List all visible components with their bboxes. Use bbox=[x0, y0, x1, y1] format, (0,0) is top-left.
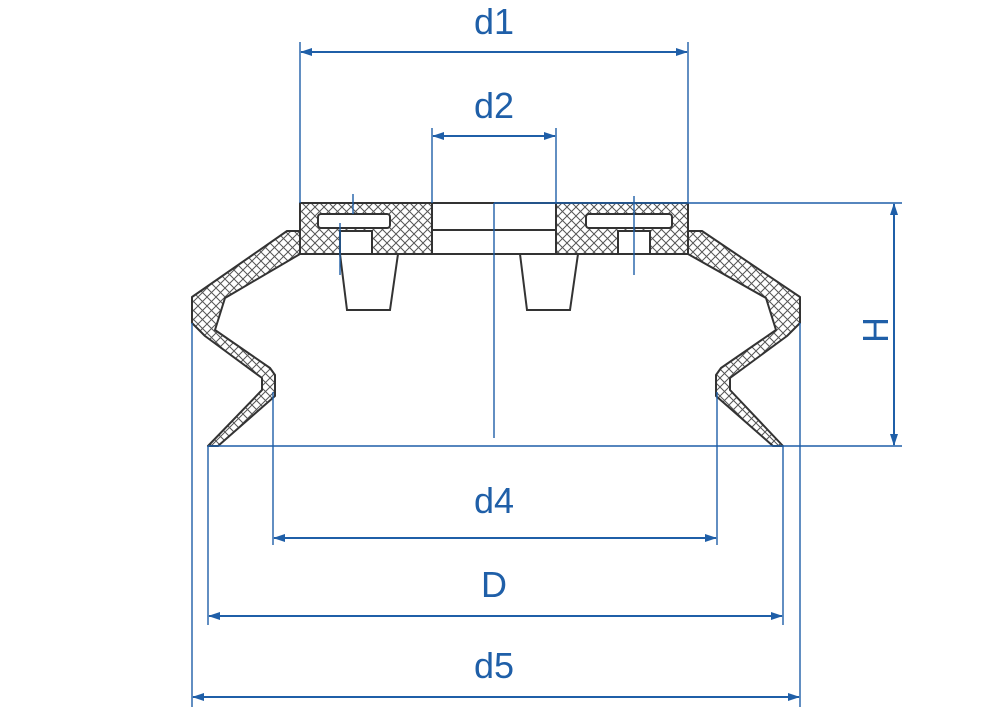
right-bellows-wall bbox=[687, 230, 801, 447]
insert-block-left bbox=[339, 230, 373, 255]
insert-slot-left bbox=[317, 213, 391, 229]
label-d5: d5 bbox=[474, 645, 514, 686]
label-d2: d2 bbox=[474, 85, 514, 126]
suction-cup-section bbox=[191, 202, 801, 447]
dimension-labels: d1 d2 d4 D d5 H bbox=[474, 1, 896, 686]
label-H: H bbox=[855, 317, 896, 343]
left-bellows-wall bbox=[191, 230, 301, 447]
dimension-lines bbox=[192, 48, 898, 701]
label-d1: d1 bbox=[474, 1, 514, 42]
stud-left bbox=[338, 253, 400, 311]
stud-right bbox=[518, 253, 580, 311]
extension-lines bbox=[191, 42, 902, 707]
insert-slot-right bbox=[585, 213, 673, 229]
label-d4: d4 bbox=[474, 480, 514, 521]
label-D: D bbox=[481, 564, 507, 605]
